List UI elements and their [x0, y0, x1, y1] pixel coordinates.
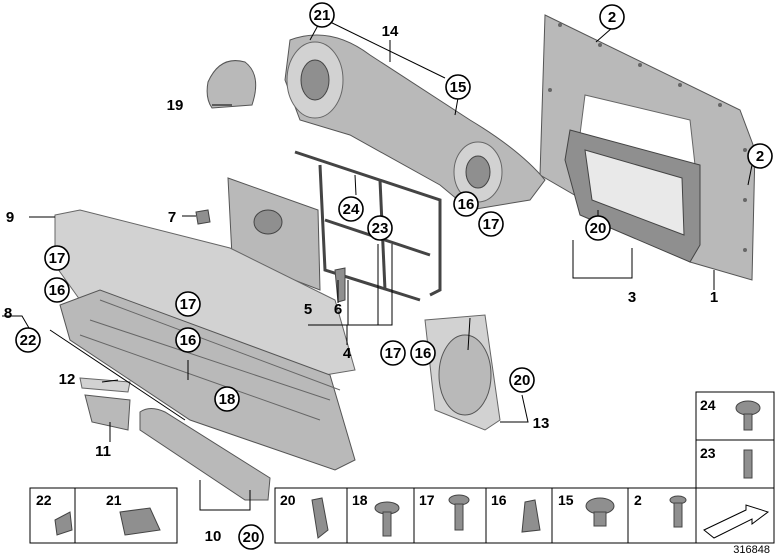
label-8: 8: [4, 305, 12, 322]
end-cap: [84, 394, 131, 431]
label-14: 14: [382, 23, 399, 40]
callout-17b: 17: [44, 245, 70, 271]
fastener-legend: 22 21 20 18 17 16 15 2 24 23: [29, 391, 775, 544]
svg-text:18: 18: [219, 391, 236, 408]
callout-23: 23: [367, 215, 393, 241]
callout-17c: 17: [175, 291, 201, 317]
svg-text:2: 2: [634, 492, 642, 508]
document-number: 316848: [733, 544, 770, 556]
label-12: 12: [59, 371, 76, 388]
callout-16d: 16: [410, 340, 436, 366]
svg-text:17: 17: [385, 345, 402, 362]
svg-text:21: 21: [314, 7, 331, 24]
svg-text:18: 18: [352, 492, 368, 508]
svg-text:23: 23: [372, 220, 389, 237]
svg-text:22: 22: [36, 492, 52, 508]
svg-text:22: 22: [20, 332, 37, 349]
svg-text:17: 17: [49, 250, 66, 267]
sill-trim: [139, 408, 271, 501]
floor-liner: [54, 209, 356, 376]
small-bracket: [334, 267, 346, 303]
svg-text:16: 16: [491, 492, 507, 508]
callout-20c: 20: [238, 524, 264, 550]
label-3: 3: [628, 289, 636, 306]
svg-text:17: 17: [180, 296, 197, 313]
callout-21: 21: [309, 2, 335, 28]
svg-text:21: 21: [106, 492, 122, 508]
floor-tray: [59, 289, 356, 471]
label-19: 19: [167, 97, 184, 114]
callout-17d: 17: [380, 340, 406, 366]
svg-text:16: 16: [49, 282, 66, 299]
callout-16b: 16: [44, 277, 70, 303]
svg-text:24: 24: [343, 201, 360, 218]
svg-text:20: 20: [243, 529, 260, 546]
label-10: 10: [205, 528, 222, 545]
callout-20a: 20: [585, 215, 611, 241]
callout-20b: 20: [509, 367, 535, 393]
svg-text:17: 17: [483, 216, 500, 233]
trim-strip: [79, 377, 131, 393]
label-6: 6: [334, 301, 342, 318]
callout-17a: 17: [478, 211, 504, 237]
label-1: 1: [710, 289, 718, 306]
svg-text:15: 15: [558, 492, 574, 508]
upper-bridge-trim: [284, 34, 546, 211]
svg-text:16: 16: [458, 196, 475, 213]
svg-text:20: 20: [514, 372, 531, 389]
svg-text:15: 15: [450, 79, 467, 96]
svg-text:2: 2: [608, 9, 616, 26]
side-cover: [424, 314, 501, 431]
svg-text:20: 20: [280, 492, 296, 508]
label-9: 9: [6, 209, 14, 226]
svg-text:2: 2: [756, 148, 764, 165]
cover-cap: [206, 60, 257, 109]
svg-text:24: 24: [700, 397, 716, 413]
callout-15: 15: [445, 74, 471, 100]
callout-16c: 16: [175, 327, 201, 353]
small-clip: [195, 209, 211, 225]
label-5: 5: [304, 301, 312, 318]
svg-text:17: 17: [419, 492, 435, 508]
callout-2b: 2: [747, 143, 773, 169]
label-4: 4: [343, 345, 352, 362]
callout-22: 22: [15, 327, 41, 353]
callout-2a: 2: [599, 4, 625, 30]
label-7: 7: [168, 209, 176, 226]
svg-text:23: 23: [700, 445, 716, 461]
callout-24: 24: [338, 196, 364, 222]
svg-text:16: 16: [415, 345, 432, 362]
speaker-frame: [564, 129, 701, 263]
label-11: 11: [95, 443, 111, 460]
svg-text:16: 16: [180, 332, 197, 349]
callout-16a: 16: [453, 191, 479, 217]
label-13: 13: [533, 415, 550, 432]
svg-text:20: 20: [590, 220, 607, 237]
callout-18: 18: [214, 386, 240, 412]
